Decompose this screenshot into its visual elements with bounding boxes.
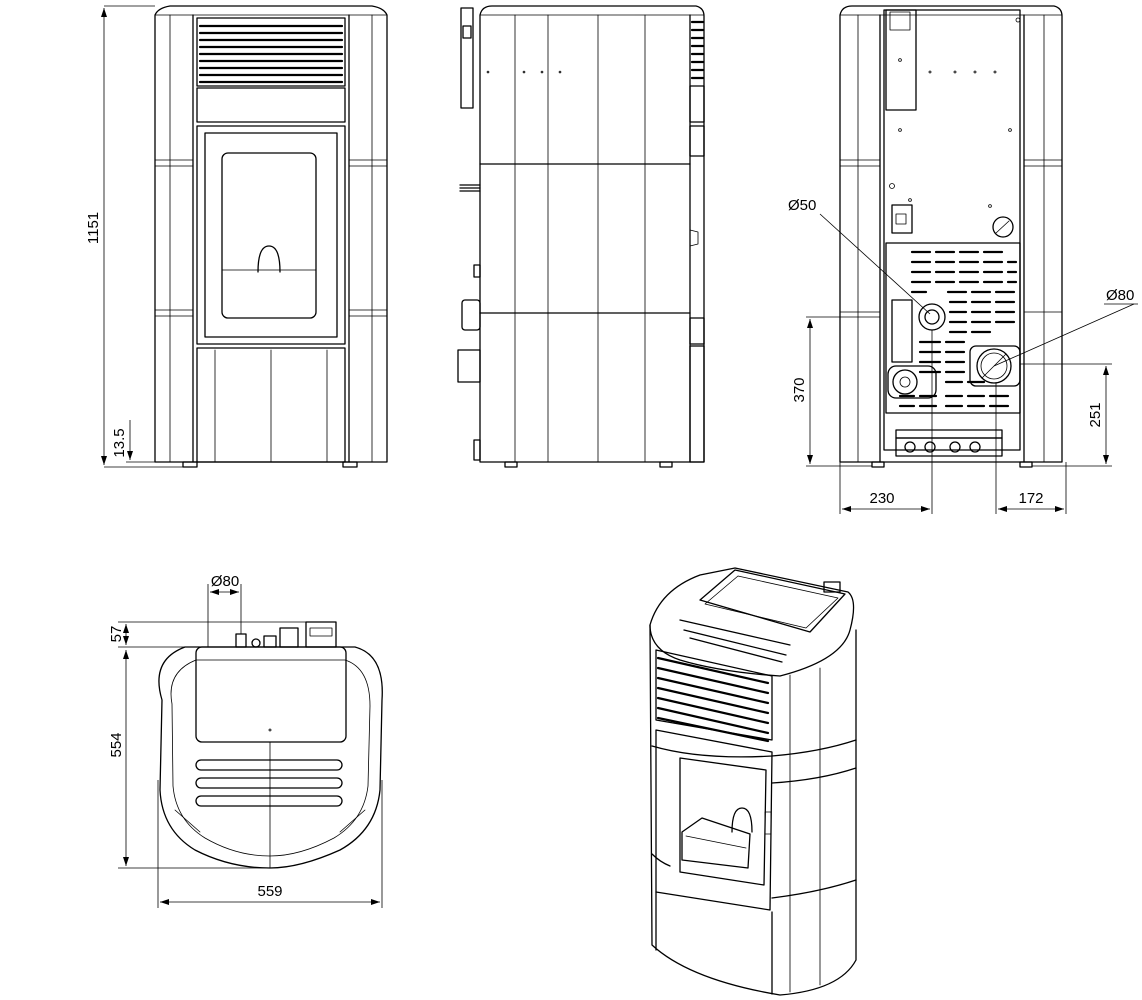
top-flue-diameter-dimension: Ø80 xyxy=(207,573,242,647)
width-dimension: 559 xyxy=(157,780,383,908)
flue-large-height-dimension: 251 xyxy=(1020,363,1112,467)
front-grille xyxy=(198,24,344,84)
isometric-view xyxy=(649,567,857,996)
flue-large-height-label: 251 xyxy=(1087,402,1104,427)
top-flue-diameter-label: Ø80 xyxy=(211,573,239,590)
screw-holes xyxy=(889,17,1021,208)
height-dimension: 1151 xyxy=(85,5,183,468)
foot-height-label: 13.5 xyxy=(111,428,128,457)
flue-offset-right-dimension: 172 xyxy=(995,383,1067,514)
flue-offset-left-label: 230 xyxy=(869,490,894,507)
top-offset-dimension: 57 xyxy=(108,621,306,648)
rear-view xyxy=(839,5,1063,468)
foot-height-dimension: 13.5 xyxy=(111,420,183,463)
side-vents xyxy=(690,20,705,80)
flue-large-diameter-label: Ø80 xyxy=(1106,287,1134,304)
width-label: 559 xyxy=(257,883,282,900)
side-view xyxy=(457,5,705,468)
flue-large-diameter-callout: Ø80 xyxy=(993,287,1138,367)
top-view xyxy=(158,621,383,869)
flue-small-height-dimension: 370 xyxy=(791,316,880,467)
flue-small-height-label: 370 xyxy=(791,377,808,402)
depth-dimension: 554 xyxy=(108,650,270,869)
flue-small-diameter-callout: Ø50 xyxy=(788,197,931,315)
top-offset-label: 57 xyxy=(108,626,125,643)
top-grille-slots xyxy=(195,759,343,807)
depth-label: 554 xyxy=(108,732,125,757)
iso-grille xyxy=(656,656,770,743)
total-height-label: 1151 xyxy=(85,212,102,244)
flue-offset-left-dimension: 230 xyxy=(839,330,933,514)
flue-small-diameter-label: Ø50 xyxy=(788,197,816,214)
flue-offset-right-label: 172 xyxy=(1018,490,1043,507)
rear-vent-slots xyxy=(898,250,1018,408)
front-view xyxy=(154,5,388,468)
